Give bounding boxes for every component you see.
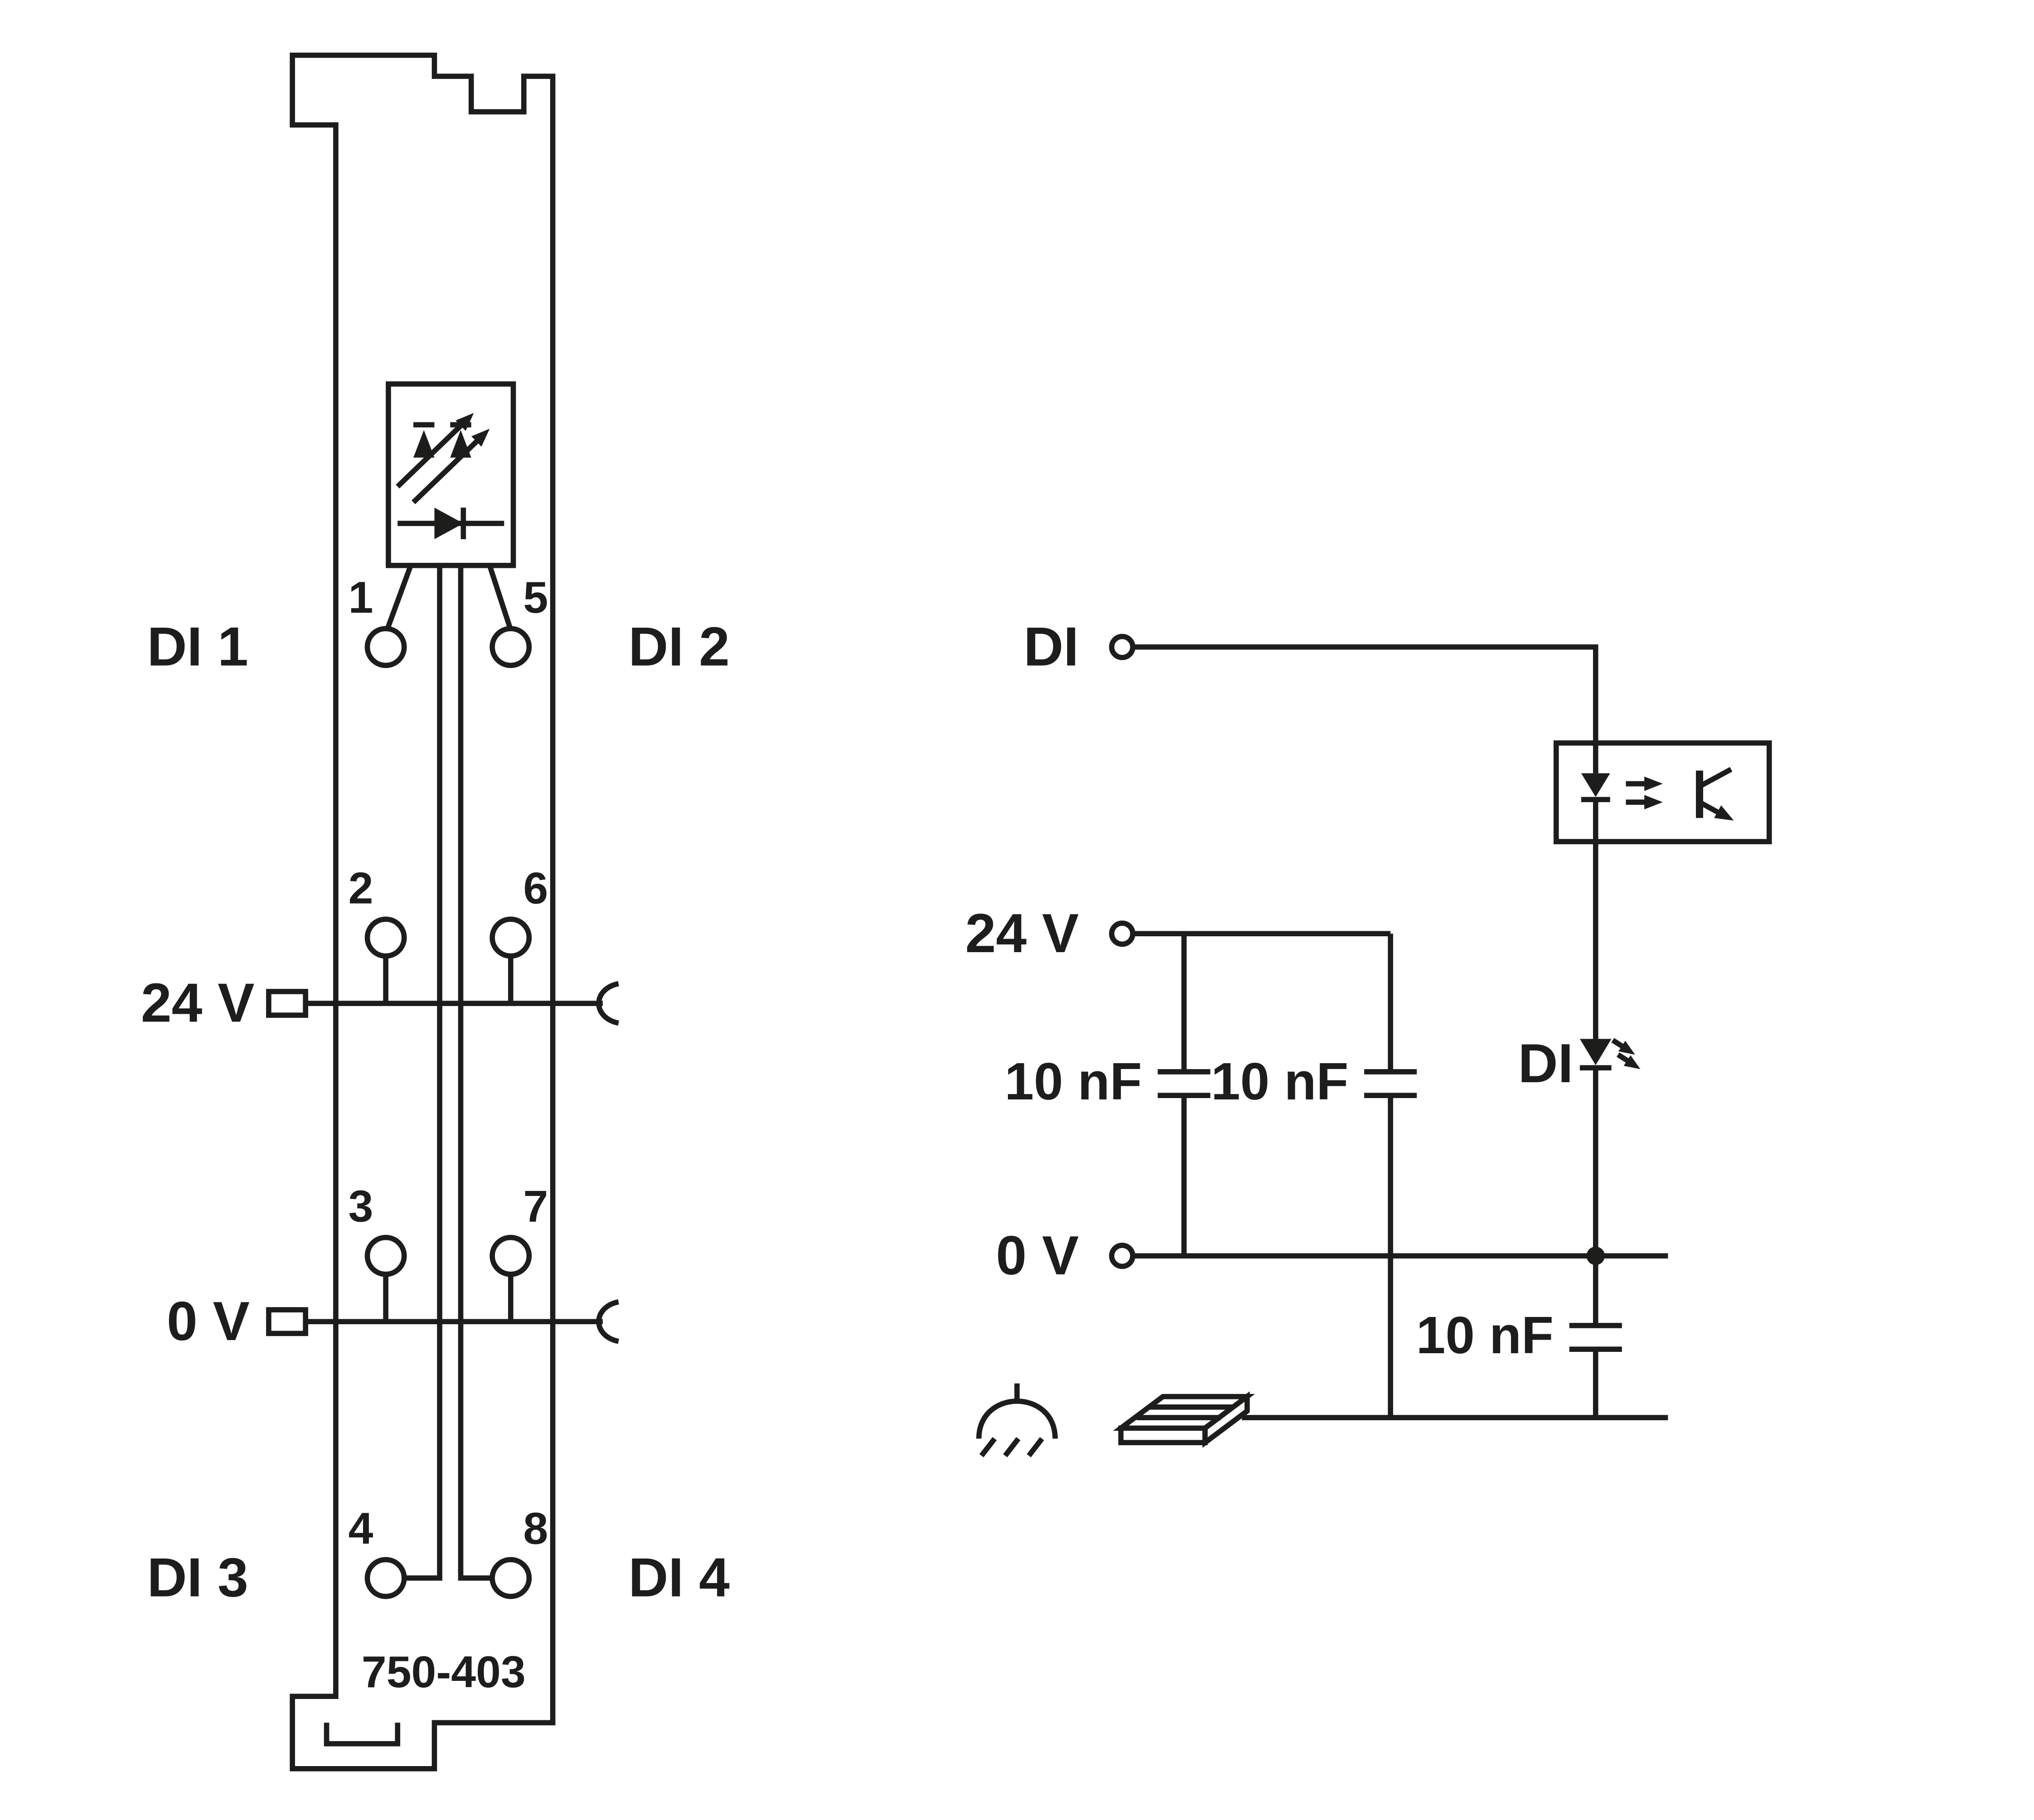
label-di3: DI 3 [147,1547,248,1608]
capacitor-3-icon [1569,1262,1622,1418]
terminal-number-3: 3 [349,1181,373,1231]
wire-terminal-1 [384,564,413,631]
wire-terminal-5 [487,564,513,631]
status-led-arrow-1-head [1618,1041,1635,1055]
status-led-icon [1579,1038,1641,1071]
internal-schematic: DI [965,615,1772,1457]
schematic-label-di: DI [1024,615,1079,677]
capacitor-2-label: 10 nF [1211,1052,1348,1111]
power-jumper-0v-connector-icon [266,1307,308,1336]
capacitor-3-label: 10 nF [1416,1306,1554,1365]
functional-earth-arc [976,1399,1058,1439]
label-0v: 0 V [167,1290,250,1352]
schematic-optocoupler-symbol-icon [1581,743,1734,842]
emission-arrow-1-head [455,413,474,431]
functional-earth-hatch-3 [1027,1437,1044,1457]
input-diode-a [413,430,435,458]
din-rail-front-face [1118,1425,1208,1446]
power-rail-0v-contact-arc-icon [596,1299,620,1344]
supply-terminal [1109,920,1136,947]
zero-volt-terminal [1109,1243,1136,1269]
phototransistor-emitter-arrow-head [1714,805,1734,821]
di-terminal [1109,634,1136,660]
functional-earth-icon [976,1383,1058,1457]
terminal-circle-1 [364,626,407,668]
power-rail-24v-contact-arc-icon [596,981,620,1026]
status-led-arrow-2-head [1623,1055,1641,1070]
module-front-view: 1 5 2 6 3 7 4 8 DI 1 DI 2 24 V 0 V DI 3 … [141,53,730,1772]
wire-terminal-8 [458,565,493,1581]
terminal-number-4: 4 [349,1504,373,1554]
module-latch-notch [324,1723,401,1747]
power-jumper-24v-connector-icon [266,989,308,1018]
terminal-circle-7 [489,1234,532,1277]
schematic-label-0v: 0 V [996,1225,1079,1286]
emission-arrow-1-line [396,416,471,489]
terminal-circle-2 [364,916,407,959]
terminal-number-2: 2 [349,863,373,913]
status-led-label: DI [1518,1032,1574,1094]
terminal-circle-3 [364,1234,407,1277]
terminal-circle-4 [364,1557,407,1599]
schematic-label-24v: 24 V [965,902,1079,964]
di-input-wire [1133,644,1598,743]
series-diode [434,508,464,539]
terminal-circle-6 [489,916,532,959]
opto-emission-arrow-2-head [1644,795,1663,810]
status-led-diode [1579,1039,1612,1065]
functional-earth-hatch-2 [1003,1437,1021,1457]
opto-led-diode [1581,773,1610,797]
capacitor-1-icon [1157,934,1211,1256]
optocoupler-symbol-icon [396,413,504,539]
module-outline [290,53,556,1772]
terminal-number-1: 1 [349,572,373,622]
emission-arrow-2-line [412,432,486,504]
wire-terminal-4 [404,565,442,1581]
capacitor-1-label: 10 nF [1005,1052,1142,1111]
phototransistor-collector [1698,767,1733,789]
label-di4: DI 4 [629,1547,730,1608]
emission-arrow-2-head [471,428,490,447]
part-number: 750-403 [362,1647,526,1697]
label-24v: 24 V [141,972,255,1034]
terminal-number-8: 8 [523,1504,548,1554]
terminal-number-5: 5 [523,572,548,622]
label-di2: DI 2 [629,615,730,677]
label-di1: DI 1 [147,615,248,677]
terminal-number-6: 6 [523,863,548,913]
din-rail-icon [1113,1391,1255,1448]
terminal-number-7: 7 [523,1181,548,1231]
capacitor-2-icon [1364,934,1417,1418]
functional-earth-hatch-1 [979,1437,997,1457]
schematic-optocoupler-box [1553,740,1772,844]
terminal-circle-8 [489,1557,532,1599]
terminal-circle-5 [489,626,532,668]
opto-emission-arrow-1-head [1644,776,1663,791]
